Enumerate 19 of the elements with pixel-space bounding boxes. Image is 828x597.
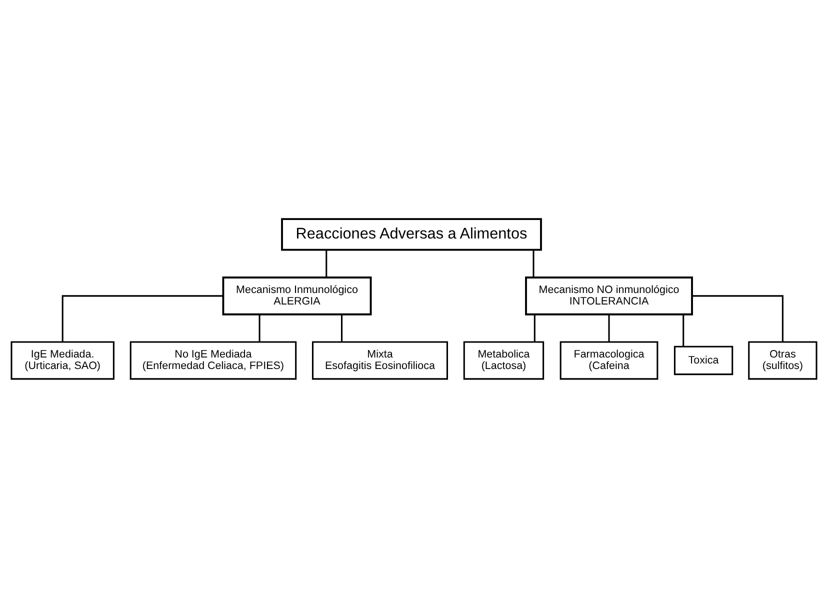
connector <box>532 249 534 277</box>
node-box: Reacciones Adversas a Alimentos <box>281 218 542 250</box>
connector <box>682 314 684 346</box>
connector <box>62 294 224 342</box>
node-box: IgE Mediada. (Urticaria, SAO) <box>10 340 114 380</box>
node-box: Otras (sulfitos) <box>748 340 818 380</box>
node-box: Toxica <box>674 345 734 375</box>
node-box: Mecanismo NO inmunológico INTOLERANCIA <box>525 276 693 315</box>
connector <box>534 314 536 342</box>
connector <box>341 314 343 342</box>
node-box: Metabolica (Lactosa) <box>463 340 544 380</box>
node-box: Mecanismo Inmunológico ALERGIA <box>222 276 372 315</box>
node-box: Mixta Esofagitis Eosinofilioca <box>312 340 448 380</box>
node-box: Farmacologica (Cafeina <box>560 340 658 380</box>
node-box: No IgE Mediada (Enfermedad Celiaca, FPIES) <box>130 340 297 380</box>
connector <box>692 294 784 342</box>
connector <box>258 314 260 342</box>
connector <box>326 249 328 277</box>
connector <box>608 314 610 342</box>
